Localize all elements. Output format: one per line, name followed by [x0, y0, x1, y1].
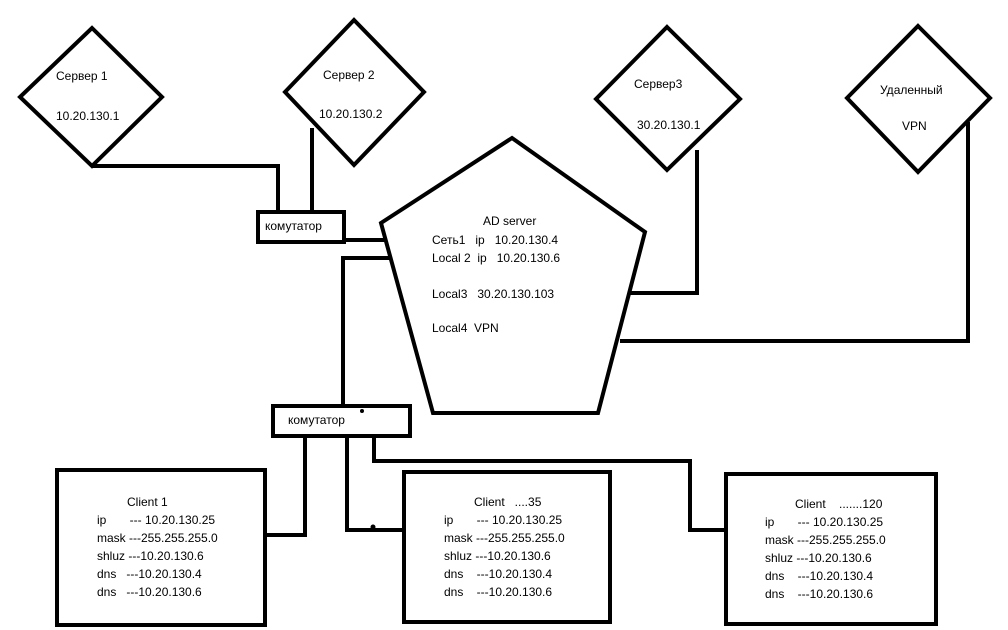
client-1-line-5: dns ---10.20.130.6: [97, 585, 202, 599]
server-1: Сервер 1 10.20.130.1: [17, 25, 165, 169]
server-3-ip: 30.20.130.1: [637, 118, 701, 132]
client-35-line-2: mask ---255.255.255.0: [444, 531, 565, 545]
server-2-diamond: [282, 17, 427, 168]
client-35-box: [402, 470, 612, 624]
ad-server: AD server Сеть1 ip 10.20.130.4 Local 2 i…: [378, 135, 648, 415]
ad-server-line-4: Local4 VPN: [432, 321, 499, 335]
wire-server1-switch1: [92, 164, 280, 212]
client-1-title: Client 1: [127, 495, 168, 509]
client-120: Client .......120 ip --- 10.20.130.25 ma…: [724, 472, 938, 626]
client-35-line-4: dns ---10.20.130.4: [444, 567, 552, 581]
switch-2-box: [271, 404, 412, 438]
client-120-line-5: dns ---10.20.130.6: [765, 587, 873, 601]
client-1: Client 1 ip --- 10.20.130.25 mask ---255…: [55, 468, 267, 627]
server-1-ip: 10.20.130.1: [56, 109, 120, 123]
ad-server-line-3: Local3 30.20.130.103: [432, 287, 554, 301]
ad-server-line-2: Local 2 ip 10.20.130.6: [432, 251, 560, 265]
server-1-name: Сервер 1: [56, 69, 108, 83]
client-120-line-1: ip --- 10.20.130.25: [765, 515, 883, 529]
wire-switch2-client120: [372, 436, 726, 532]
client-35-line-1: ip --- 10.20.130.25: [444, 513, 562, 527]
switch-1: комутатор: [256, 210, 346, 244]
switch-1-box: [256, 210, 346, 244]
client-1-box: [55, 468, 267, 627]
server-3-name: Сервер3: [634, 77, 683, 91]
switch-1-label: комутатор: [265, 219, 322, 233]
remote-vpn-name: Удаленный: [880, 83, 943, 97]
ad-server-pentagon: [378, 135, 648, 415]
client-35-title: Client ....35: [474, 495, 542, 509]
ad-server-line-1: Сеть1 ip 10.20.130.4: [432, 233, 558, 247]
remote-vpn-label: VPN: [902, 119, 927, 133]
server-2-name: Сервер 2: [323, 68, 375, 82]
server-2: Сервер 2 10.20.130.2: [282, 17, 427, 168]
client-1-line-3: shluz ---10.20.130.6: [97, 549, 204, 563]
client-120-line-3: shluz ---10.20.130.6: [765, 551, 872, 565]
client-35-line-5: dns ---10.20.130.6: [444, 585, 552, 599]
client-35: Client ....35 ip --- 10.20.130.25 mask -…: [402, 470, 612, 624]
remote-vpn-diamond: [844, 23, 993, 175]
client-1-line-1: ip --- 10.20.130.25: [97, 513, 215, 527]
client-120-line-2: mask ---255.255.255.0: [765, 533, 886, 547]
client-120-box: [724, 472, 938, 626]
remote-vpn: Удаленный VPN: [844, 23, 993, 175]
ad-server-title: AD server: [483, 214, 536, 228]
wire-switch2-client35: [345, 436, 404, 532]
wire-switch2-client1: [265, 436, 307, 537]
server-1-diamond: [17, 25, 165, 169]
server-2-ip: 10.20.130.2: [319, 107, 383, 121]
wire-server3-ad-local3: [628, 150, 699, 295]
switch-2: комутатор: [271, 404, 412, 438]
switch-2-label: комутатор: [288, 413, 345, 427]
server-3-diamond: [593, 24, 743, 173]
wire-junction-dot: [370, 524, 376, 530]
wire-vpn-ad-local4: [620, 122, 970, 343]
client-120-line-4: dns ---10.20.130.4: [765, 569, 873, 583]
switch-2-dot: [360, 409, 364, 413]
client-1-line-4: dns ---10.20.130.4: [97, 567, 202, 581]
server-3: Сервер3 30.20.130.1: [593, 24, 743, 173]
client-1-line-2: mask ---255.255.255.0: [97, 531, 218, 545]
client-35-line-3: shluz ---10.20.130.6: [444, 549, 551, 563]
client-120-title: Client .......120: [795, 497, 883, 511]
